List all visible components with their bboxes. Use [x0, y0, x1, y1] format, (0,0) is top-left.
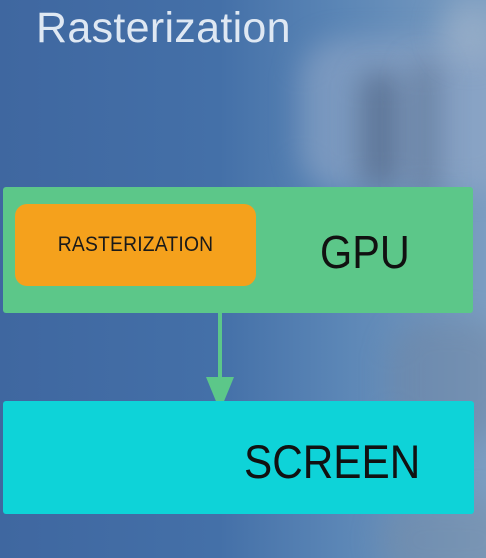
- slide-title: Rasterization: [36, 4, 291, 52]
- arrow-head: [206, 377, 234, 411]
- gpu-to-screen-arrow: [206, 313, 234, 411]
- background-blur: [410, 60, 440, 200]
- rasterization-label: RASTERIZATION: [57, 233, 214, 256]
- screen-block: [3, 401, 474, 514]
- rasterization-block: RASTERIZATION: [15, 204, 256, 286]
- background-blur: [360, 70, 400, 190]
- gpu-label: GPU: [320, 226, 410, 278]
- screen-label: SCREEN: [244, 435, 421, 488]
- background-blur: [440, 0, 486, 60]
